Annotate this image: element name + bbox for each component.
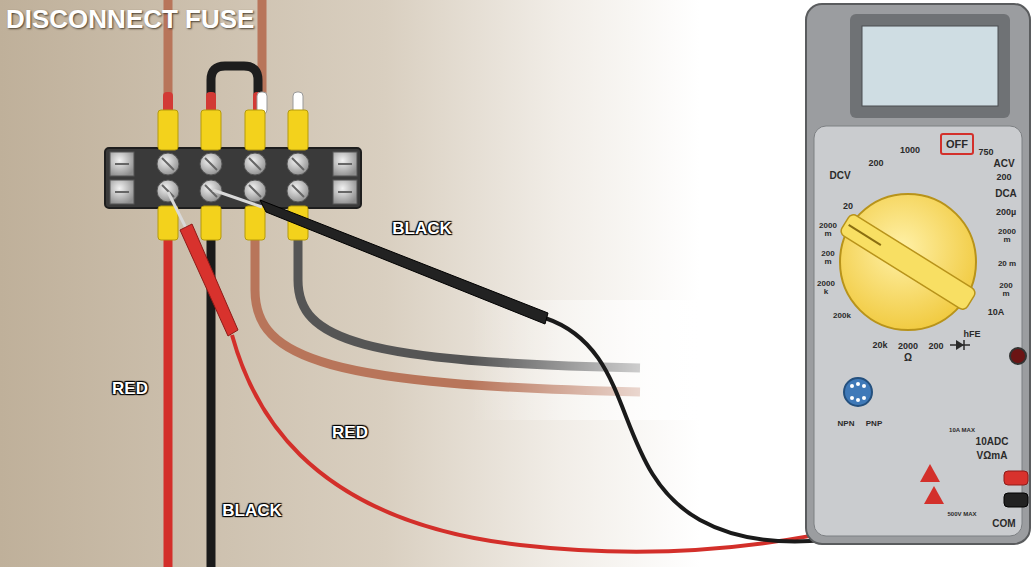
range-label: 10A: [988, 308, 1005, 317]
range-label: 200: [868, 159, 883, 168]
range-label: VΩmA: [977, 451, 1008, 461]
wire-label: BLACK: [222, 502, 282, 519]
wire-label: RED: [332, 424, 368, 441]
range-label: 200: [928, 342, 943, 351]
range-label: 2000 k: [814, 280, 838, 296]
range-label: hFE: [964, 330, 981, 339]
range-label: 200 m: [995, 282, 1017, 298]
range-label: 2000 m: [995, 228, 1019, 244]
range-label: 500V MAX: [947, 511, 976, 517]
jumper-wire: [211, 66, 258, 112]
range-label: PNP: [866, 420, 882, 428]
terminal-block: [105, 110, 361, 240]
range-label: 200 m: [817, 250, 839, 266]
range-label: 20: [843, 202, 853, 211]
range-label: 200µ: [996, 208, 1016, 217]
range-label: 20 m: [997, 260, 1017, 268]
fade: [470, 300, 710, 420]
red-wire: [164, 235, 173, 567]
range-label: 2000: [898, 342, 918, 351]
range-label: Ω: [904, 353, 912, 363]
range-label: NPN: [838, 420, 855, 428]
range-label: DCA: [995, 189, 1017, 199]
range-label: 10ADC: [976, 437, 1009, 447]
range-label: COM: [992, 519, 1015, 529]
range-label: 200k: [833, 312, 851, 320]
range-label: DCV: [829, 171, 850, 181]
wire-label: RED: [112, 380, 148, 397]
red-probe: [168, 192, 238, 336]
wall: [0, 0, 700, 567]
range-label: 200: [996, 173, 1011, 182]
title: DISCONNECT FUSE: [6, 4, 254, 35]
range-label: 10A MAX: [949, 427, 975, 433]
black-probe: [213, 190, 548, 324]
wire-label: BLACK: [392, 220, 452, 237]
range-label: 750: [978, 148, 993, 157]
range-label: 20k: [872, 341, 887, 350]
multimeter: [806, 4, 1030, 544]
range-label: OFF: [946, 139, 968, 150]
range-label: 2000 m: [816, 222, 840, 238]
range-label: 1000: [900, 146, 920, 155]
range-label: ACV: [993, 159, 1014, 169]
